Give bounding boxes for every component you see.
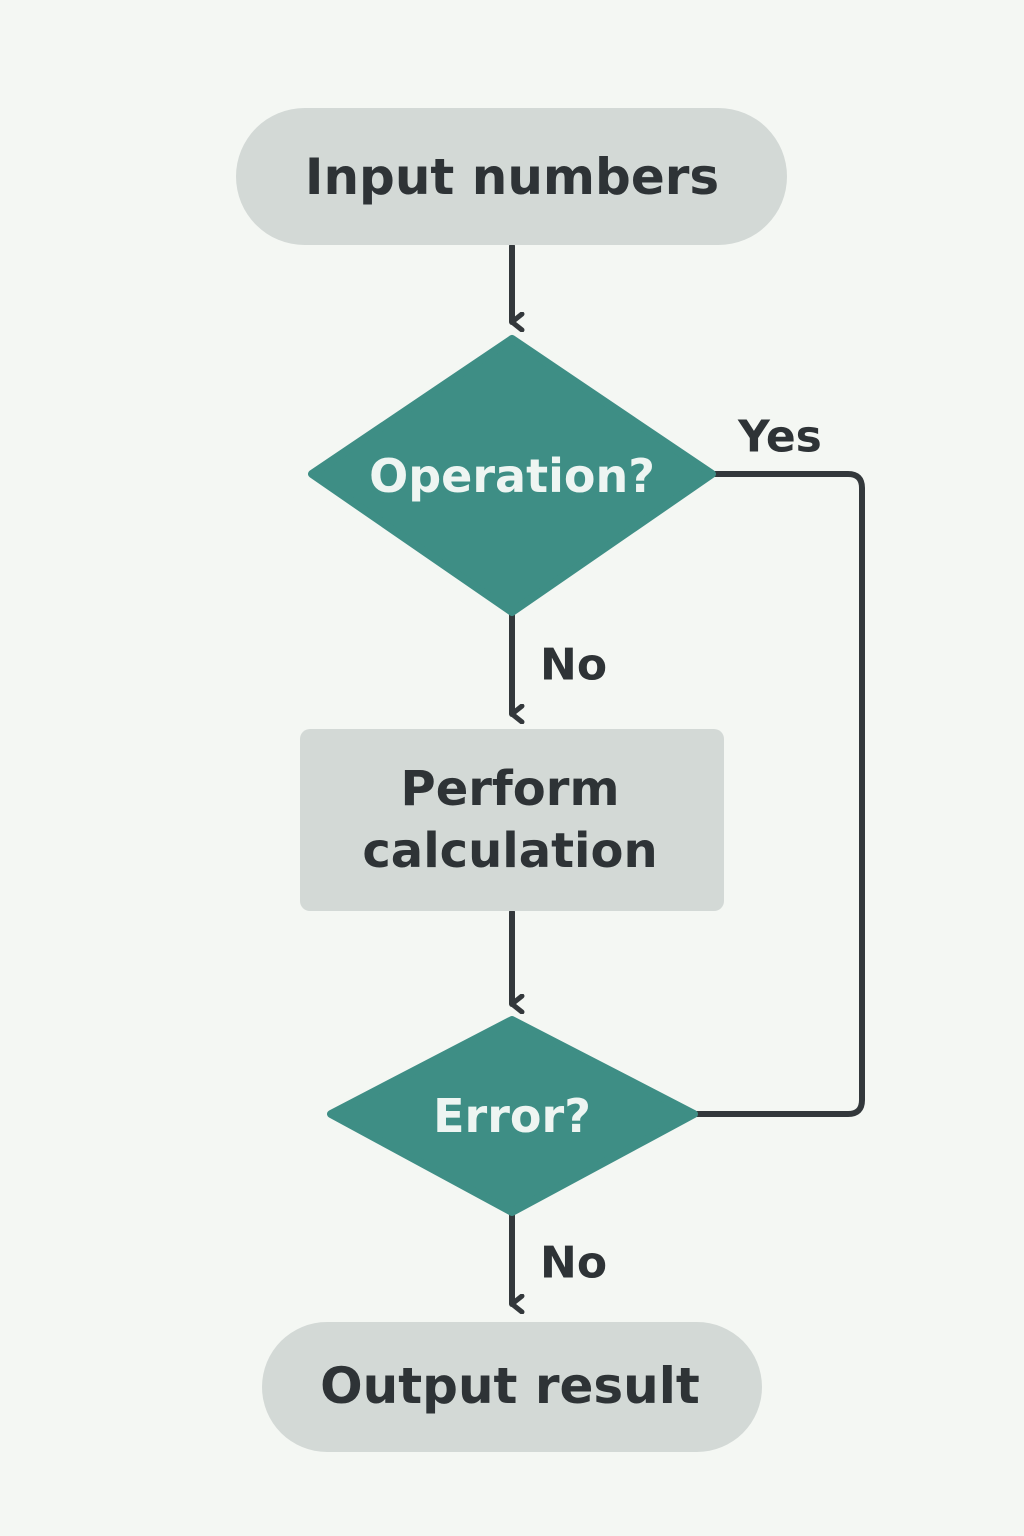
decision-operation bbox=[308, 335, 716, 616]
decision-error bbox=[327, 1016, 698, 1216]
edge-label-operation-yes: Yes bbox=[737, 412, 822, 463]
end-terminal bbox=[262, 1322, 762, 1452]
process-perform-calculation bbox=[300, 729, 724, 911]
edge-label-error-no: No bbox=[540, 1238, 607, 1289]
edge-label-operation-no: No bbox=[540, 640, 607, 691]
process-label-line2: calculation bbox=[362, 823, 657, 879]
process-label-line1: Perform bbox=[401, 761, 620, 817]
decision-operation-label: Operation? bbox=[369, 449, 655, 503]
decision-error-label: Error? bbox=[433, 1089, 591, 1143]
start-terminal-label: Input numbers bbox=[305, 148, 719, 206]
end-terminal-label: Output result bbox=[320, 1357, 700, 1415]
loop-connector-error-to-operation bbox=[691, 471, 865, 1117]
start-terminal bbox=[236, 108, 787, 245]
